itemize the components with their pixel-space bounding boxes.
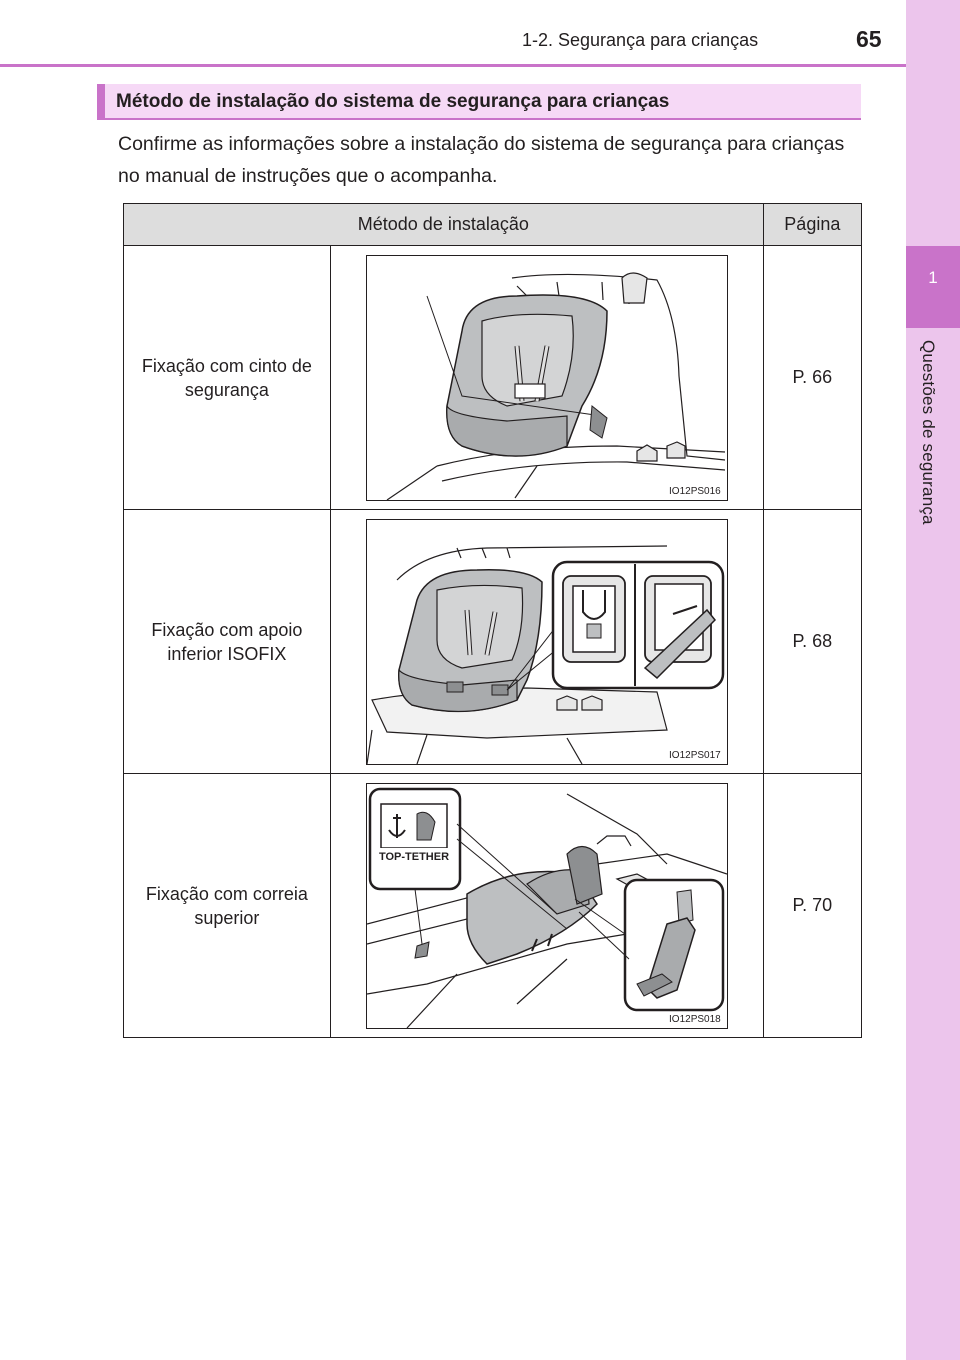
- illustration-cell: IO12PS017: [329, 509, 764, 774]
- top-tether-child-seat-icon: TOP-TETHER: [366, 787, 727, 1028]
- header-method: Método de instalação: [123, 203, 764, 246]
- table-row: Fixação com correia superior: [123, 773, 863, 1038]
- illustration-cell: IO12PS016: [329, 245, 764, 510]
- isofix-illustration: IO12PS017: [365, 518, 728, 765]
- header-rule: [0, 64, 906, 67]
- method-label: Fixação com apoio inferior ISOFIX: [151, 619, 303, 664]
- method-cell: Fixação com correia superior: [123, 773, 331, 1038]
- method-cell: Fixação com cinto de segurança: [123, 245, 331, 510]
- seatbelt-illustration: IO12PS016: [365, 254, 728, 501]
- table-row: Fixação com cinto de segurança: [123, 245, 863, 510]
- method-label: Fixação com cinto de segurança: [141, 355, 312, 400]
- page-cell: P. 70: [762, 773, 863, 1038]
- page-cell: P. 66: [762, 245, 863, 510]
- table-row: Fixação com apoio inferior ISOFIX: [123, 509, 863, 774]
- top-tether-illustration: TOP-TETHER IO12PS018: [365, 782, 728, 1029]
- section-heading-bar: [97, 84, 105, 120]
- table-header-row: Método de instalação Página: [123, 203, 863, 246]
- section-heading-box: [97, 84, 861, 120]
- intro-paragraph: Confirme as informações sobre a instalaç…: [118, 133, 845, 187]
- page-cell: P. 68: [762, 509, 863, 774]
- method-label: Fixação com correia superior: [145, 883, 308, 928]
- header-section-title: 1-2. Segurança para crianças: [522, 30, 759, 50]
- installation-methods-table: Método de instalação Página Fixação com …: [123, 203, 863, 1038]
- image-code: IO12PS017: [669, 749, 721, 761]
- method-cell: Fixação com apoio inferior ISOFIX: [123, 509, 331, 774]
- header-page: Página: [762, 203, 863, 246]
- chapter-sidebar: [906, 0, 960, 1360]
- chapter-title: Questões de segurança: [919, 340, 938, 525]
- image-code: IO12PS016: [669, 485, 721, 497]
- illustration-cell: TOP-TETHER IO12PS018: [329, 773, 764, 1038]
- isofix-child-seat-icon: [366, 544, 724, 764]
- chapter-number-box: [906, 246, 960, 328]
- section-heading: Método de instalação do sistema de segur…: [116, 91, 670, 112]
- page-number: 65: [856, 26, 882, 52]
- chapter-number: 1: [928, 268, 938, 287]
- top-tether-sign-text: TOP-TETHER: [379, 851, 449, 863]
- seatbelt-child-seat-icon: [386, 271, 725, 500]
- image-code: IO12PS018: [669, 1013, 721, 1025]
